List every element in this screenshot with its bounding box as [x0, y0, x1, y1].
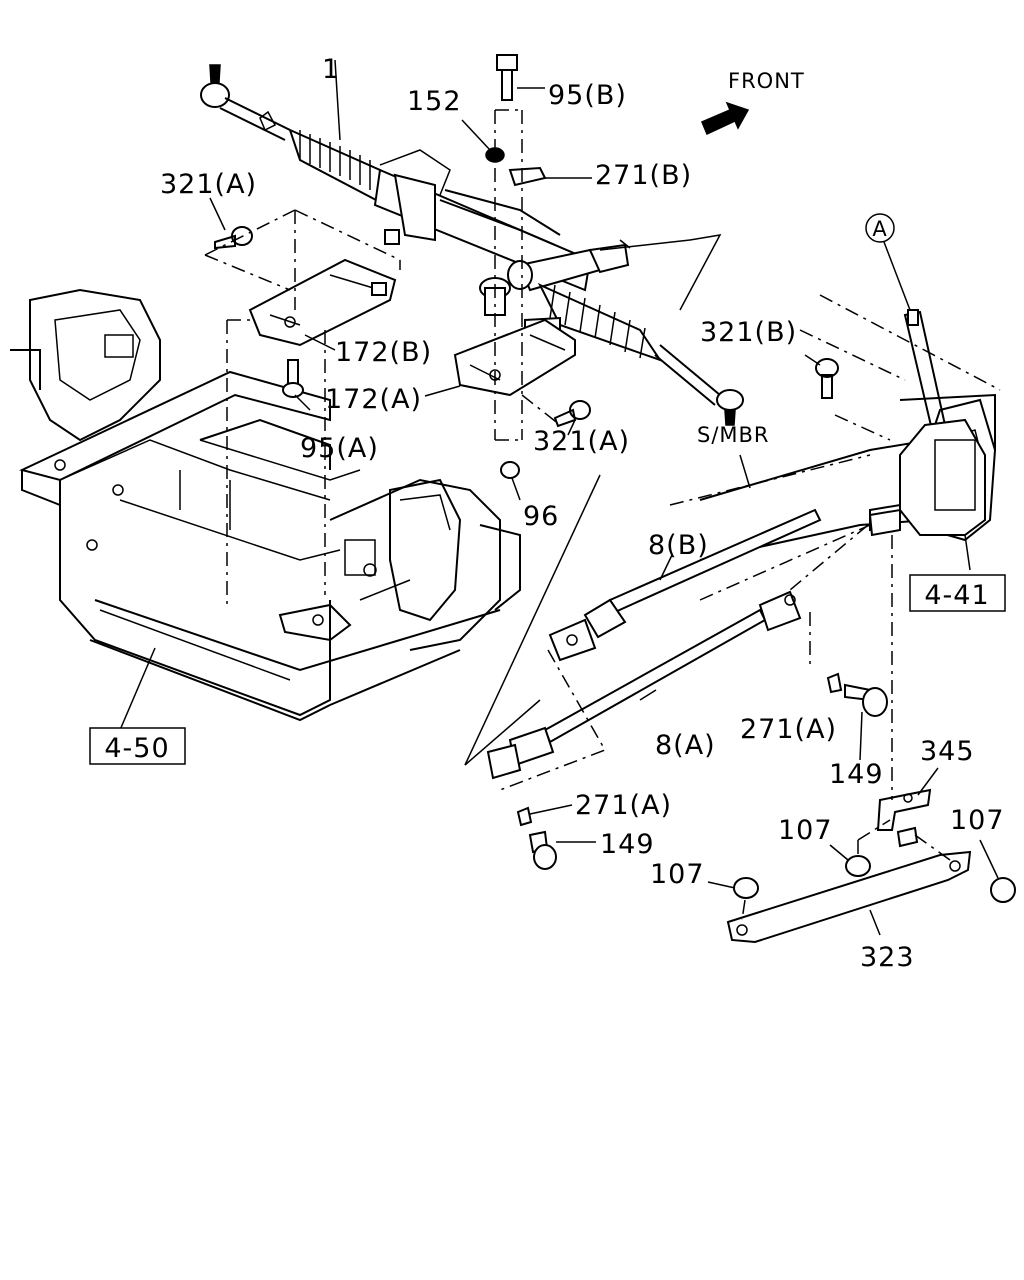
label-321b: 321(B)	[700, 317, 797, 348]
label-271b: 271(B)	[595, 160, 692, 191]
label-95a: 95(A)	[300, 433, 379, 464]
label-271a-low: 271(A)	[575, 790, 672, 821]
bolt-95b	[496, 54, 518, 101]
rack-boot-right	[549, 284, 646, 359]
ref-box-4-41	[909, 574, 1006, 612]
nut-107-right	[990, 877, 1016, 903]
nut-107-left	[733, 877, 759, 899]
steering-rack-assembly	[200, 64, 744, 426]
bolt-321a-top	[214, 226, 253, 250]
stud-107-mid	[896, 826, 919, 848]
brace-323	[726, 850, 972, 944]
label-323: 323	[860, 942, 915, 973]
bolt-321a-mid	[553, 400, 591, 428]
label-8b: 8(B)	[648, 530, 709, 561]
leader-lines	[119, 59, 999, 936]
label-smbr: S/MBR	[697, 423, 770, 447]
label-8a: 8(A)	[655, 730, 716, 761]
label-107-mid: 107	[778, 815, 833, 846]
label-345: 345	[920, 736, 975, 767]
rack-boot-left	[299, 130, 371, 190]
label-172b: 172(B)	[335, 337, 432, 368]
ref-4-50: 4-50	[104, 733, 169, 764]
ref-4-41: 4-41	[924, 580, 989, 611]
label-107-right: 107	[950, 805, 1005, 836]
bracket-345	[876, 788, 932, 831]
bolt-95a	[282, 359, 304, 398]
front-crossmember-frame	[10, 288, 521, 722]
nut-96	[500, 461, 520, 479]
bracket-172b	[248, 258, 397, 347]
circle-a-label: A	[872, 217, 887, 241]
plate-271b	[508, 166, 547, 187]
label-96: 96	[523, 501, 559, 532]
label-321a-top: 321(A)	[160, 169, 257, 200]
label-271a-mid: 271(A)	[740, 714, 837, 745]
bracket-172a	[453, 318, 576, 397]
steering-shaft-8a	[486, 590, 802, 780]
clip-271a-low	[516, 806, 533, 827]
bolt-149-low	[528, 830, 557, 870]
label-172a: 172(A)	[325, 384, 422, 415]
steering-gearbox	[868, 309, 986, 537]
nut-107-mid	[845, 855, 871, 877]
label-95b: 95(B)	[548, 80, 627, 111]
label-321a-mid: 321(A)	[533, 426, 630, 457]
circle-a-marker	[865, 213, 895, 243]
ref-box-4-50	[89, 727, 186, 765]
label-107-left: 107	[650, 859, 705, 890]
label-1: 1	[322, 54, 340, 85]
clip-271a-mid	[826, 672, 843, 694]
label-152: 152	[407, 86, 462, 117]
circle-a-leader	[883, 241, 911, 311]
bolt-321b	[815, 358, 839, 399]
label-front: FRONT	[728, 69, 805, 93]
bolt-149-mid	[844, 683, 888, 717]
steering-shaft-8b	[548, 508, 822, 662]
label-149-low: 149	[600, 829, 655, 860]
front-arrow-icon	[701, 101, 750, 136]
label-149-mid: 149	[829, 759, 884, 790]
